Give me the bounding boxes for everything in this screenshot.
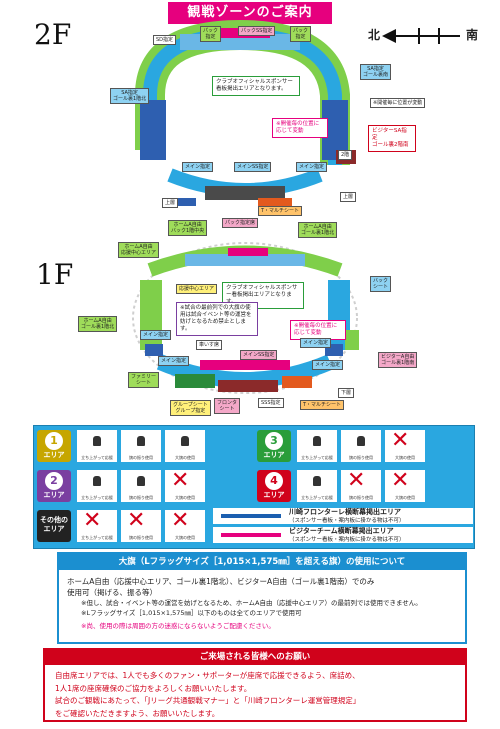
chip-1f-visitor-free: ビジターA自由 ゴール裏1階南 xyxy=(378,352,418,368)
visitor-banner-band: ビジターチーム横断幕掲出エリア（スポンサー看板・案内板に掛かる物は不可） xyxy=(213,527,473,543)
chip-1f-home-free-top: ホームA自由 バック1階中央 xyxy=(168,220,208,236)
no-flag-icon: ✕旗の振り使用 xyxy=(341,470,381,502)
note-2f-visitor: ビジターSA指定 ゴール裏2階南 xyxy=(368,125,416,152)
chip-1f-main-b: メイン指定 xyxy=(300,338,332,348)
chip-2f-sa-right: SA指定 ゴール裏南 xyxy=(360,64,392,80)
chip-1f-main-s-lower: メイン指定 xyxy=(312,360,344,370)
request-line-3: 試合のご観戦にあたって、「Jリーグ共通観戦マナー」と「川崎フロンターレ運営管理規… xyxy=(55,696,361,705)
zone-legend: 1 エリア 立ち上がって応援 旗の振り使用 大旗の使用 3 エリア 立ち上がって… xyxy=(33,425,475,549)
chip-2f-upper-a: 上層 xyxy=(340,192,357,202)
chip-1f-family: ファミリー シート xyxy=(128,372,160,388)
note-2f-change: ※開催毎の位置に応じて変動 xyxy=(272,118,328,138)
flag-icon: 旗の振り使用 xyxy=(341,430,381,462)
big-flag-icon: 大旗の使用 xyxy=(165,430,205,462)
flag-icon: 旗の振り使用 xyxy=(121,470,161,502)
floor-label-1f: 1F xyxy=(36,258,74,291)
chip-2f-upper-b: 上層 xyxy=(162,198,179,208)
chip-2f-pack-1: パック 指定 xyxy=(200,26,222,42)
standing-icon: 立ち上がって応援 xyxy=(77,470,117,502)
chip-2f-main-ss: メインSS指定 xyxy=(234,162,272,172)
no-big-flag-icon: ✕大旗の使用 xyxy=(385,430,425,462)
chip-1f-fronta: フロンタ シート xyxy=(214,398,241,414)
zone-other-tile: その他の エリア xyxy=(37,510,71,542)
floor-label-2f: 2F xyxy=(34,18,72,51)
2f-main-seats xyxy=(205,186,285,200)
chip-1f-wheel: 車いす席 xyxy=(196,340,223,350)
zone-2-tile: 2 エリア xyxy=(37,470,71,502)
no-big-flag-icon: ✕大旗の使用 xyxy=(385,470,425,502)
legend-row-1: 1 エリア 立ち上がって応援 旗の振り使用 大旗の使用 3 エリア 立ち上がって… xyxy=(37,428,471,464)
standing-icon: 立ち上がって応援 xyxy=(297,470,337,502)
zone-3-tile: 3 エリア xyxy=(257,430,291,462)
chip-2f-pack-2: パック 指定 xyxy=(290,26,312,42)
chip-2f-t-seat: T・マルチシート xyxy=(258,206,303,216)
compass-south: 南 xyxy=(465,28,478,42)
1f-family xyxy=(175,374,215,388)
1f-main-ss xyxy=(200,360,290,370)
chip-1f-pack-seat: パック指定席 xyxy=(222,218,259,228)
flag-usage-section: 大旗（Lフラッグサイズ［1,015×1,575㎜］を超える旗）の使用について ホ… xyxy=(57,552,467,644)
note-1f-event: ※試合の最前列での大旗の使用は試合イベント等の運営を妨げとなるため禁止とします。 xyxy=(176,302,258,336)
chip-1f-t-seat: T・マルチシート xyxy=(300,400,345,410)
chip-2f-pack-ss: パックSS指定 xyxy=(238,26,276,36)
chip-1f-home-free-right: ホームA自由 ゴール裏1階北 xyxy=(298,222,338,238)
chip-1f-back: バック シート xyxy=(370,276,392,292)
chip-1f-main-c: メイン指定 xyxy=(158,356,190,366)
chip-1f-main-ss: メインSS指定 xyxy=(240,350,278,360)
chip-2f-main-s: メイン指定 xyxy=(182,162,214,172)
chip-2f-main-s2: メイン指定 xyxy=(296,162,328,172)
compass-north: 北 xyxy=(368,28,381,42)
chip-2f-sd: SD指定 xyxy=(153,35,177,45)
chip-1f-group: グループシート グループ指定 xyxy=(170,400,211,416)
chip-2f-change: ※開催毎に位置が変動 xyxy=(370,98,426,108)
no-flag-icon: ✕旗の振り使用 xyxy=(121,510,161,542)
standing-icon: 立ち上がって応援 xyxy=(77,430,117,462)
home-banner-band: 川崎フロンターレ横断幕掲出エリア（スポンサー看板・案内板に掛かる物は不可） xyxy=(213,508,473,524)
chip-2f-floor: 2階 xyxy=(338,150,353,160)
flag-usage-heading: 大旗（Lフラッグサイズ［1,015×1,575㎜］を超える旗）の使用について xyxy=(59,554,465,570)
no-big-flag-icon: ✕大旗の使用 xyxy=(165,470,205,502)
2f-r-block xyxy=(140,100,166,160)
flag-note-2: ※Lフラッグサイズ［1,015×1,575㎜］以下のものは全てのエリアで使用可 xyxy=(81,609,302,617)
flag-icon: 旗の振り使用 xyxy=(121,430,161,462)
1f-back-block xyxy=(185,254,305,266)
2f-inner-ring xyxy=(143,27,342,165)
chip-2f-sa-left: SA指定 ゴール裏1階北 xyxy=(110,88,150,104)
legend-row-3: その他の エリア ✕立ち上がって応援 ✕旗の振り使用 ✕大旗の使用 川崎フロンタ… xyxy=(37,508,473,544)
chip-1f-home-goal: ホームA自由 ゴール裏1階北 xyxy=(78,316,118,332)
request-line-4: をご確認いただきますよう、お願いいたします。 xyxy=(55,708,220,718)
legend-row-2: 2 エリア 立ち上がって応援 旗の振り使用 ✕大旗の使用 4 エリア 立ち上がっ… xyxy=(37,468,471,504)
standing-icon: 立ち上がって応援 xyxy=(297,430,337,462)
flag-line-1: ホームA自由（応援中心エリア、ゴール裏1階北）、ビジターA自由（ゴール裏1階南）… xyxy=(67,577,375,586)
no-standing-icon: ✕立ち上がって応援 xyxy=(77,510,117,542)
chip-1f-lower: 下層 xyxy=(338,388,355,398)
chip-1f-sss: SSS指定 xyxy=(258,398,284,408)
request-line-1: 自由席エリアでは、1人でも多くのファン・サポーターが座席で応援できるよう、席詰め… xyxy=(55,671,360,680)
zone-1-tile: 1 エリア xyxy=(37,430,71,462)
flag-line-2: 使用可（掲げる、振る等） xyxy=(67,588,157,597)
page-title: 観戦ゾーンのご案内 xyxy=(168,2,332,24)
request-heading: ご来場される皆様へのお願い xyxy=(45,650,465,665)
note-1f-visitor-change: ※開催毎の位置に応じて変動 xyxy=(290,320,346,340)
chip-1f-support: 応援中心エリア xyxy=(176,284,218,294)
chip-1f-main-a: メイン指定 xyxy=(140,330,172,340)
note-2f-official: クラブオフィシャルスポンサー看板掲出エリアとなります。 xyxy=(212,76,300,96)
flag-note-1: ※但し、試合・イベント等の運営を妨げとなるため、ホームA自由（応援中心エリア）の… xyxy=(81,599,422,607)
request-section: ご来場される皆様へのお願い 自由席エリアでは、1人でも多くのファン・サポーターが… xyxy=(43,648,467,722)
flag-warning: ※尚、使用の際は周囲の方の迷惑にならないようご配慮ください。 xyxy=(81,622,275,630)
no-big-flag-icon: ✕大旗の使用 xyxy=(165,510,205,542)
compass: 北 南 xyxy=(368,26,478,44)
chip-1f-home-free-left: ホームA自由 応援中心エリア xyxy=(118,242,160,258)
request-line-2: 1人1席の座席確保のご協力をよろしくお願いいたします。 xyxy=(55,683,252,693)
zone-4-tile: 4 エリア xyxy=(257,470,291,502)
